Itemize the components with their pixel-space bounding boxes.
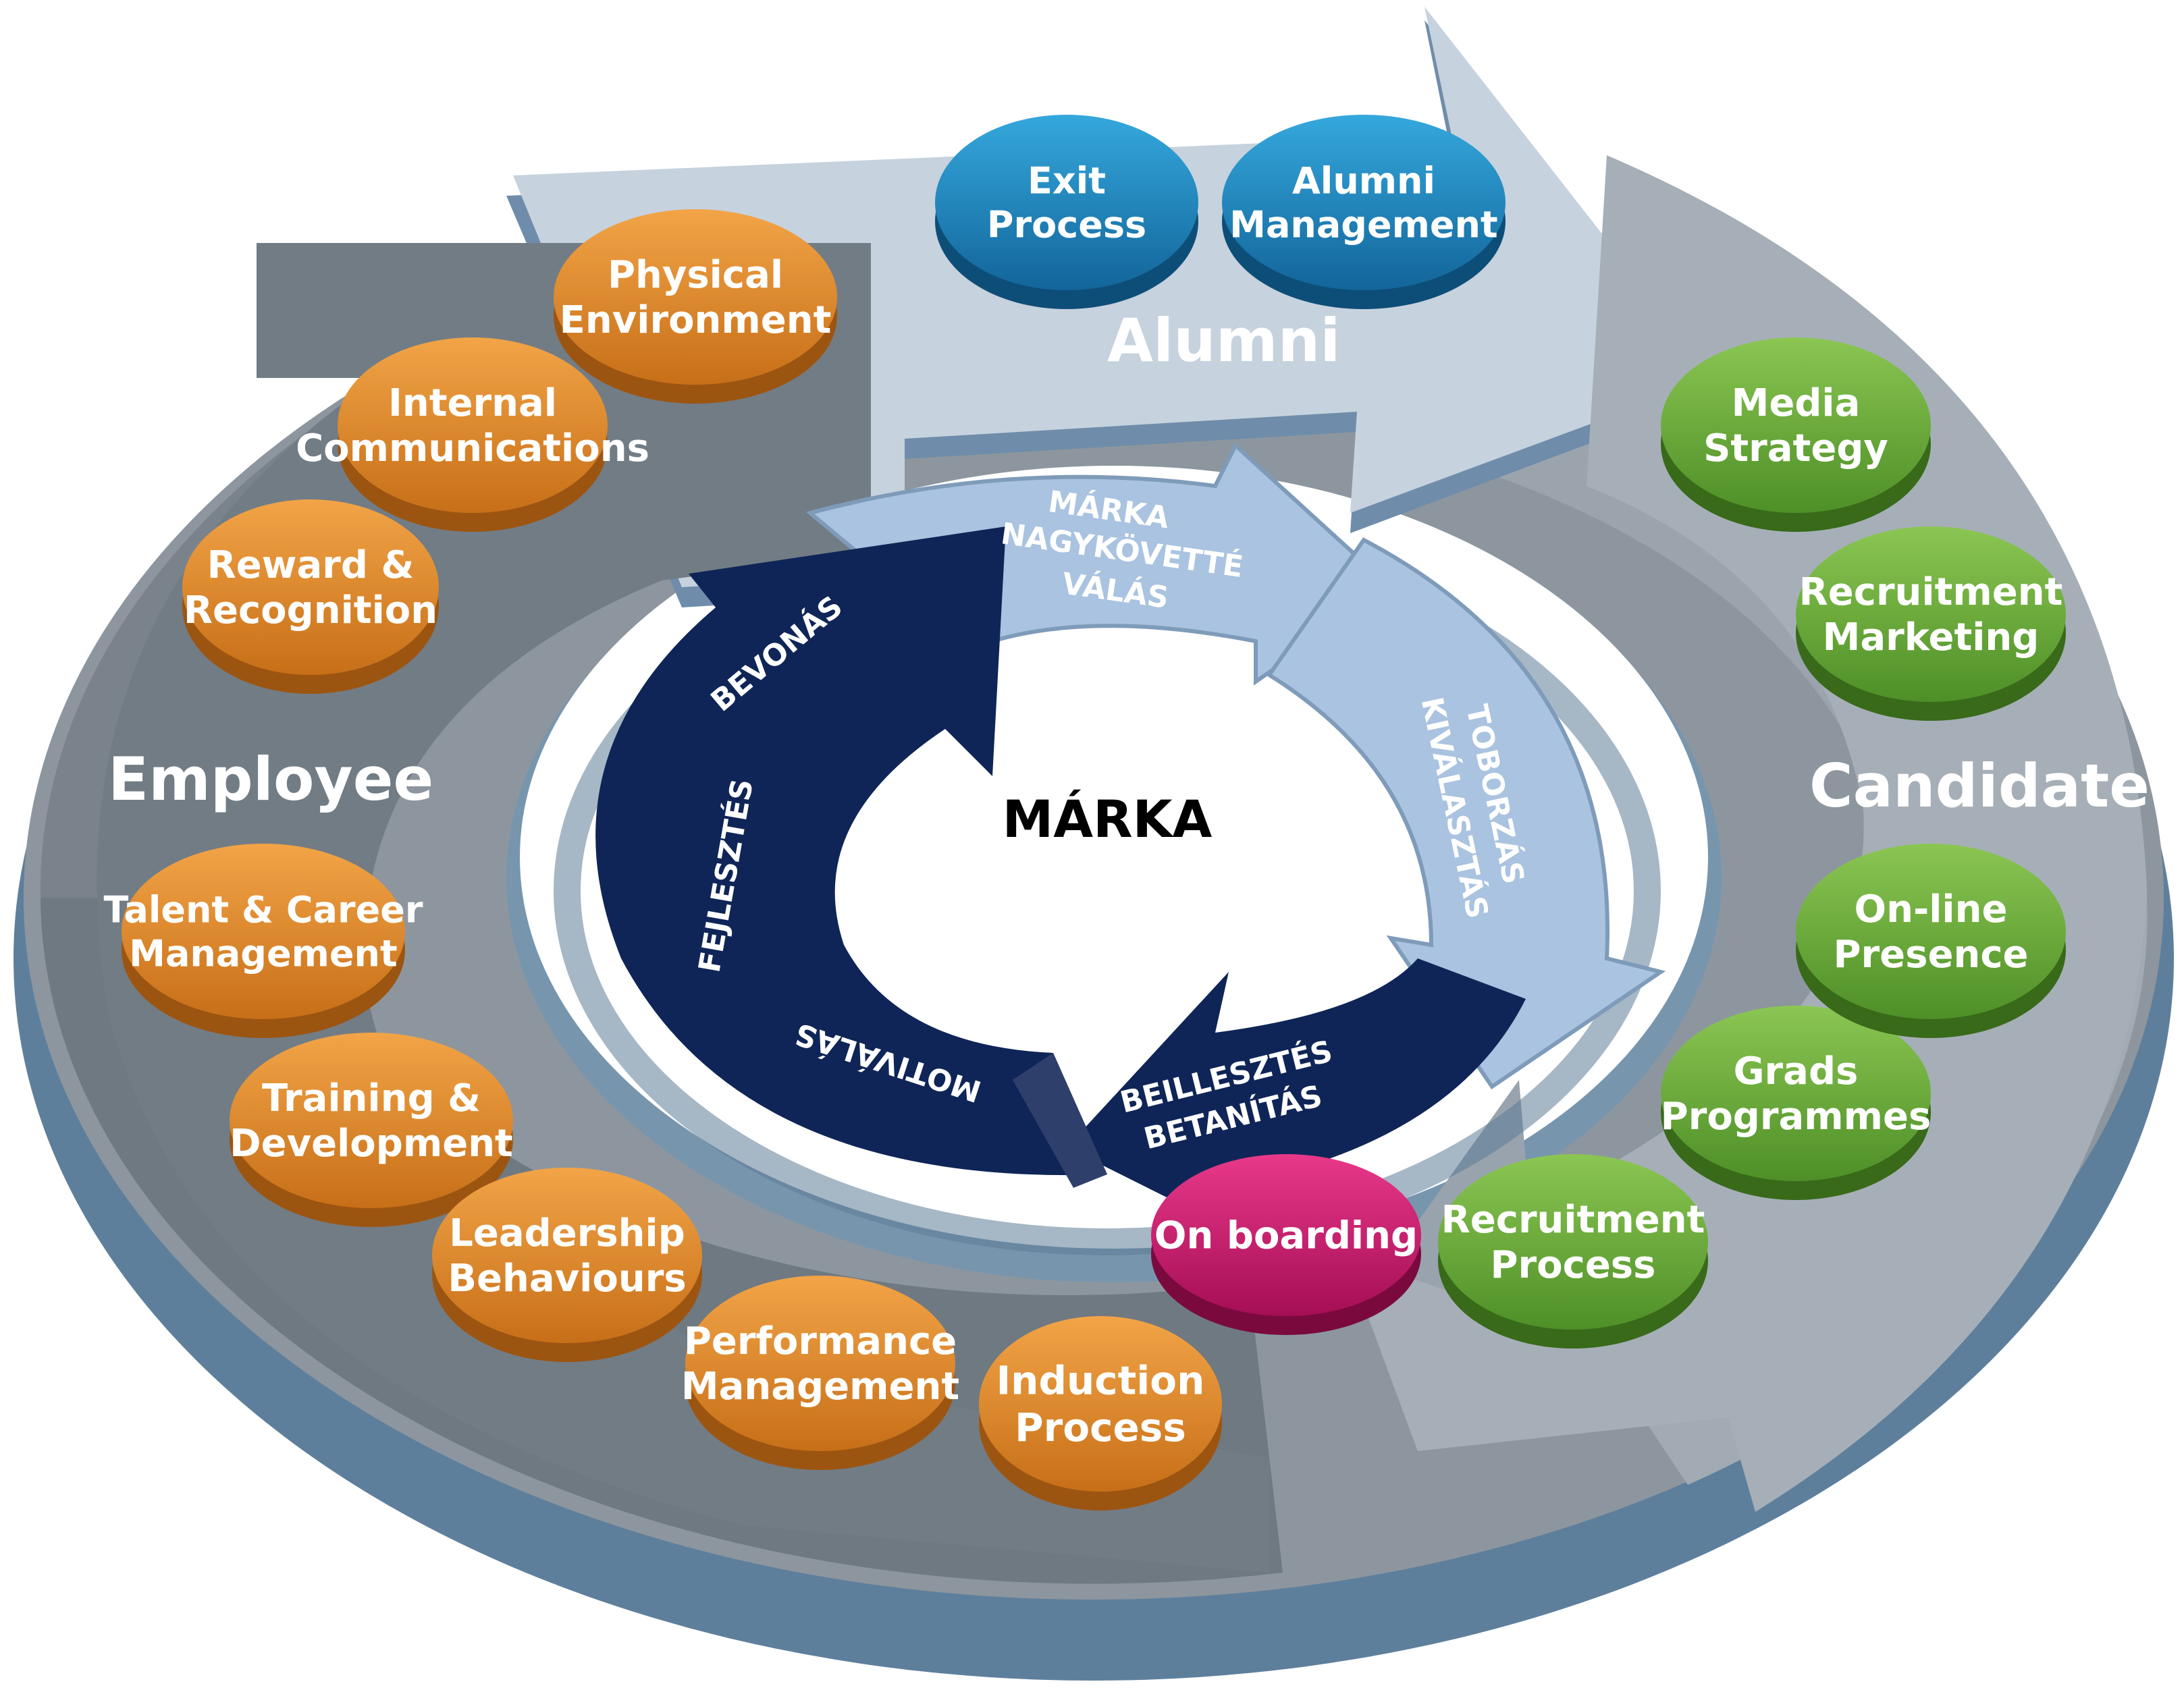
pill-label: Behaviours [448, 1257, 686, 1301]
pill-face [1151, 1154, 1421, 1316]
pill-label: Training & [262, 1077, 481, 1120]
pill-label: Marketing [1823, 616, 2040, 659]
pill-label: Induction [996, 1358, 1205, 1404]
pill-label: On boarding [1154, 1214, 1418, 1258]
candidate-section-label: Candidate [1809, 751, 2150, 821]
pill-label: Performance [684, 1319, 957, 1363]
inner-cycle [554, 442, 1666, 1255]
pill-face [1222, 115, 1506, 290]
employee-section-label: Employee [108, 744, 433, 814]
pill-label: Management [1229, 203, 1498, 246]
pill-label: Media [1732, 381, 1861, 425]
pill-label: Environment [560, 298, 832, 342]
pill-on-boarding: On boarding [1151, 1154, 1421, 1335]
pill-face [935, 115, 1198, 290]
pill-label: Process [1491, 1243, 1656, 1287]
pill-label: Leadership [449, 1211, 685, 1255]
pills-layer: ExitProcessAlumniManagementPhysicalEnvir… [104, 115, 2066, 1510]
pill-face [1796, 526, 2066, 702]
pill-label: Recruitment [1799, 570, 2063, 614]
pill-face [432, 1168, 702, 1343]
pill-label: Management [681, 1365, 959, 1409]
pill-label: Grads [1734, 1050, 1859, 1093]
pill-training-development: Training &Development [230, 1033, 513, 1227]
pill-face [338, 337, 608, 513]
pill-label: Physical [608, 253, 783, 297]
pill-face [685, 1276, 955, 1451]
center-label: MÁRKA [1003, 789, 1213, 849]
pill-face [1438, 1154, 1708, 1330]
pill-face [1661, 337, 1931, 513]
alumni-section-label: Alumni [1107, 306, 1340, 375]
pill-face [1661, 1006, 1931, 1181]
pill-label: Exit [1028, 160, 1106, 202]
pill-label: Communications [296, 427, 649, 470]
pill-label: Management [129, 932, 398, 975]
pill-label: Presence [1834, 933, 2029, 977]
pill-label: Recruitment [1441, 1198, 1705, 1242]
pill-face [182, 499, 439, 675]
pill-face [230, 1033, 513, 1208]
pill-label: Internal [388, 381, 557, 425]
pill-label: On-line [1855, 888, 2008, 931]
pill-label: Talent & Career [104, 889, 423, 931]
pill-label: Development [230, 1122, 513, 1166]
pill-reward-recognition: Reward &Recognition [182, 499, 439, 694]
pill-label: Reward & [207, 543, 415, 587]
pill-label: Alumni [1292, 160, 1435, 202]
pill-face [554, 209, 837, 385]
pill-label: Recognition [184, 589, 437, 632]
pill-label: Strategy [1703, 427, 1888, 470]
pill-label: Process [987, 203, 1146, 246]
pill-face [122, 844, 405, 1019]
pill-face [979, 1316, 1222, 1492]
pill-label: Process [1015, 1405, 1186, 1450]
pill-label: Programmes [1661, 1095, 1932, 1139]
pill-face [1796, 844, 2066, 1019]
